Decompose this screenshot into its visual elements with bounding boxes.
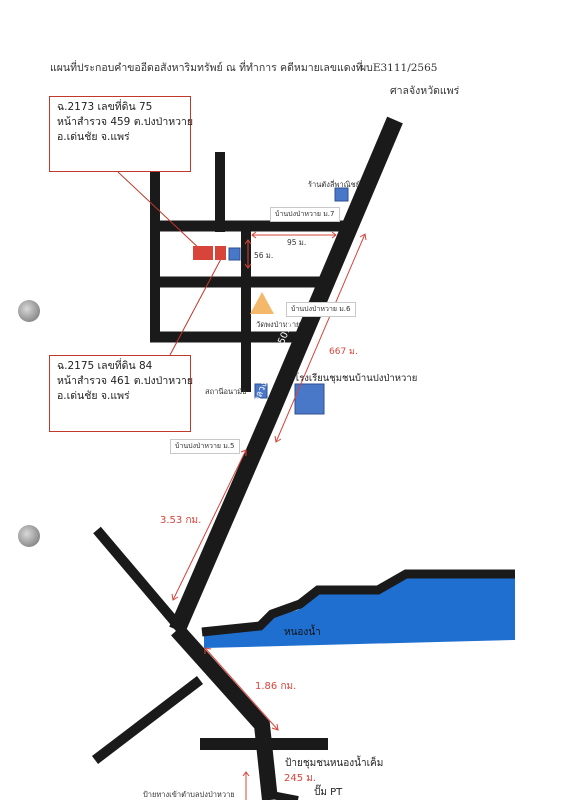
shop-building [334, 187, 349, 202]
arrow-186km [204, 647, 279, 731]
pond [204, 572, 515, 648]
parcel-84 [215, 246, 226, 260]
parcel-callout-84: ฉ.2175 เลขที่ดิน 84 หน้าสำรวจ 461 ต.ปงป่… [49, 355, 194, 432]
parcel-75-line1: ฉ.2173 เลขที่ดิน 75 [57, 101, 153, 113]
health-station-label: สถานีอนามัย [205, 387, 247, 396]
bottom-sign-label: ป้ายทางเข้าตำบลปงป่าหวาย [143, 790, 235, 799]
school-label: โรงเรียนชุมชนบ้านปงป่าหวาย [294, 373, 418, 384]
distance-353km: 3.53 กม. [160, 515, 202, 526]
pump-label: ปั๊ม PT [314, 787, 343, 798]
parcel-callout-75: ฉ.2173 เลขที่ดิน 75 หน้าสำรวจ 459 ต.ปงป่… [49, 96, 194, 172]
shop-label: ร้านตังลี่พาณิชย์ [308, 180, 361, 189]
pond-label: หนองน้ำ [284, 627, 321, 638]
parcel-84-line3: อ.เด่นชัย จ.แพร่ [57, 390, 130, 402]
arrow-353km [172, 449, 247, 601]
distance-186km: 1.86 กม. [255, 681, 297, 692]
village6-label: บ้านปงป่าหวาย ม.6 [286, 302, 356, 317]
distance-56m: 56 ม. [254, 251, 274, 260]
binder-hole-top [18, 300, 40, 322]
distance-95m: 95 ม. [287, 238, 307, 247]
community-sign-label: ป้ายชุมชนหนองน้ำเค็ม [285, 758, 384, 769]
map-title: แผนที่ประกอบคำขออีดอสังหาริมทรัพย์ ณ ที่… [50, 62, 363, 74]
parcel-75 [193, 246, 213, 260]
building-near-parcel [228, 247, 241, 261]
road-pump [271, 791, 299, 800]
distance-245m: 245 ม. [284, 773, 317, 784]
parcel-84-line2: หน้าสำรวจ 461 ต.ปงป่าหวาย [57, 375, 194, 387]
case-number: ผบE3111/2565 [360, 62, 438, 74]
road-south [171, 624, 278, 800]
village5-label: บ้านปงป่าหวาย ม.5 [170, 439, 240, 454]
health-station-building [254, 383, 268, 399]
distance-667m: 667 ม. [329, 347, 358, 357]
temple-icon [250, 292, 274, 314]
callout-leader-1 [117, 171, 204, 253]
school-building [294, 383, 325, 415]
parcel-75-line2: หน้าสำรวจ 459 ต.ปงป่าหวาย [57, 116, 194, 128]
distance-arrows [171, 231, 367, 800]
callout-leader-2 [169, 256, 223, 356]
binder-hole-bottom [18, 525, 40, 547]
temple-label: วัดพงป่าหวาย [256, 320, 301, 329]
road-branch-nw [93, 526, 184, 632]
parcel-75-line3: อ.เด่นชัย จ.แพร่ [57, 131, 130, 143]
arrow-667m [275, 233, 366, 443]
village7-label: บ้านปงป่าหวาย ม.7 [270, 207, 340, 222]
court-name: ศาลจังหวัดแพร่ [390, 85, 460, 97]
highway-5019 [169, 116, 403, 634]
parcel-84-line1: ฉ.2175 เลขที่ดิน 84 [57, 360, 153, 372]
pond-outline-road [201, 569, 515, 637]
village-roads [150, 152, 348, 392]
road-branch-sw [91, 676, 204, 764]
